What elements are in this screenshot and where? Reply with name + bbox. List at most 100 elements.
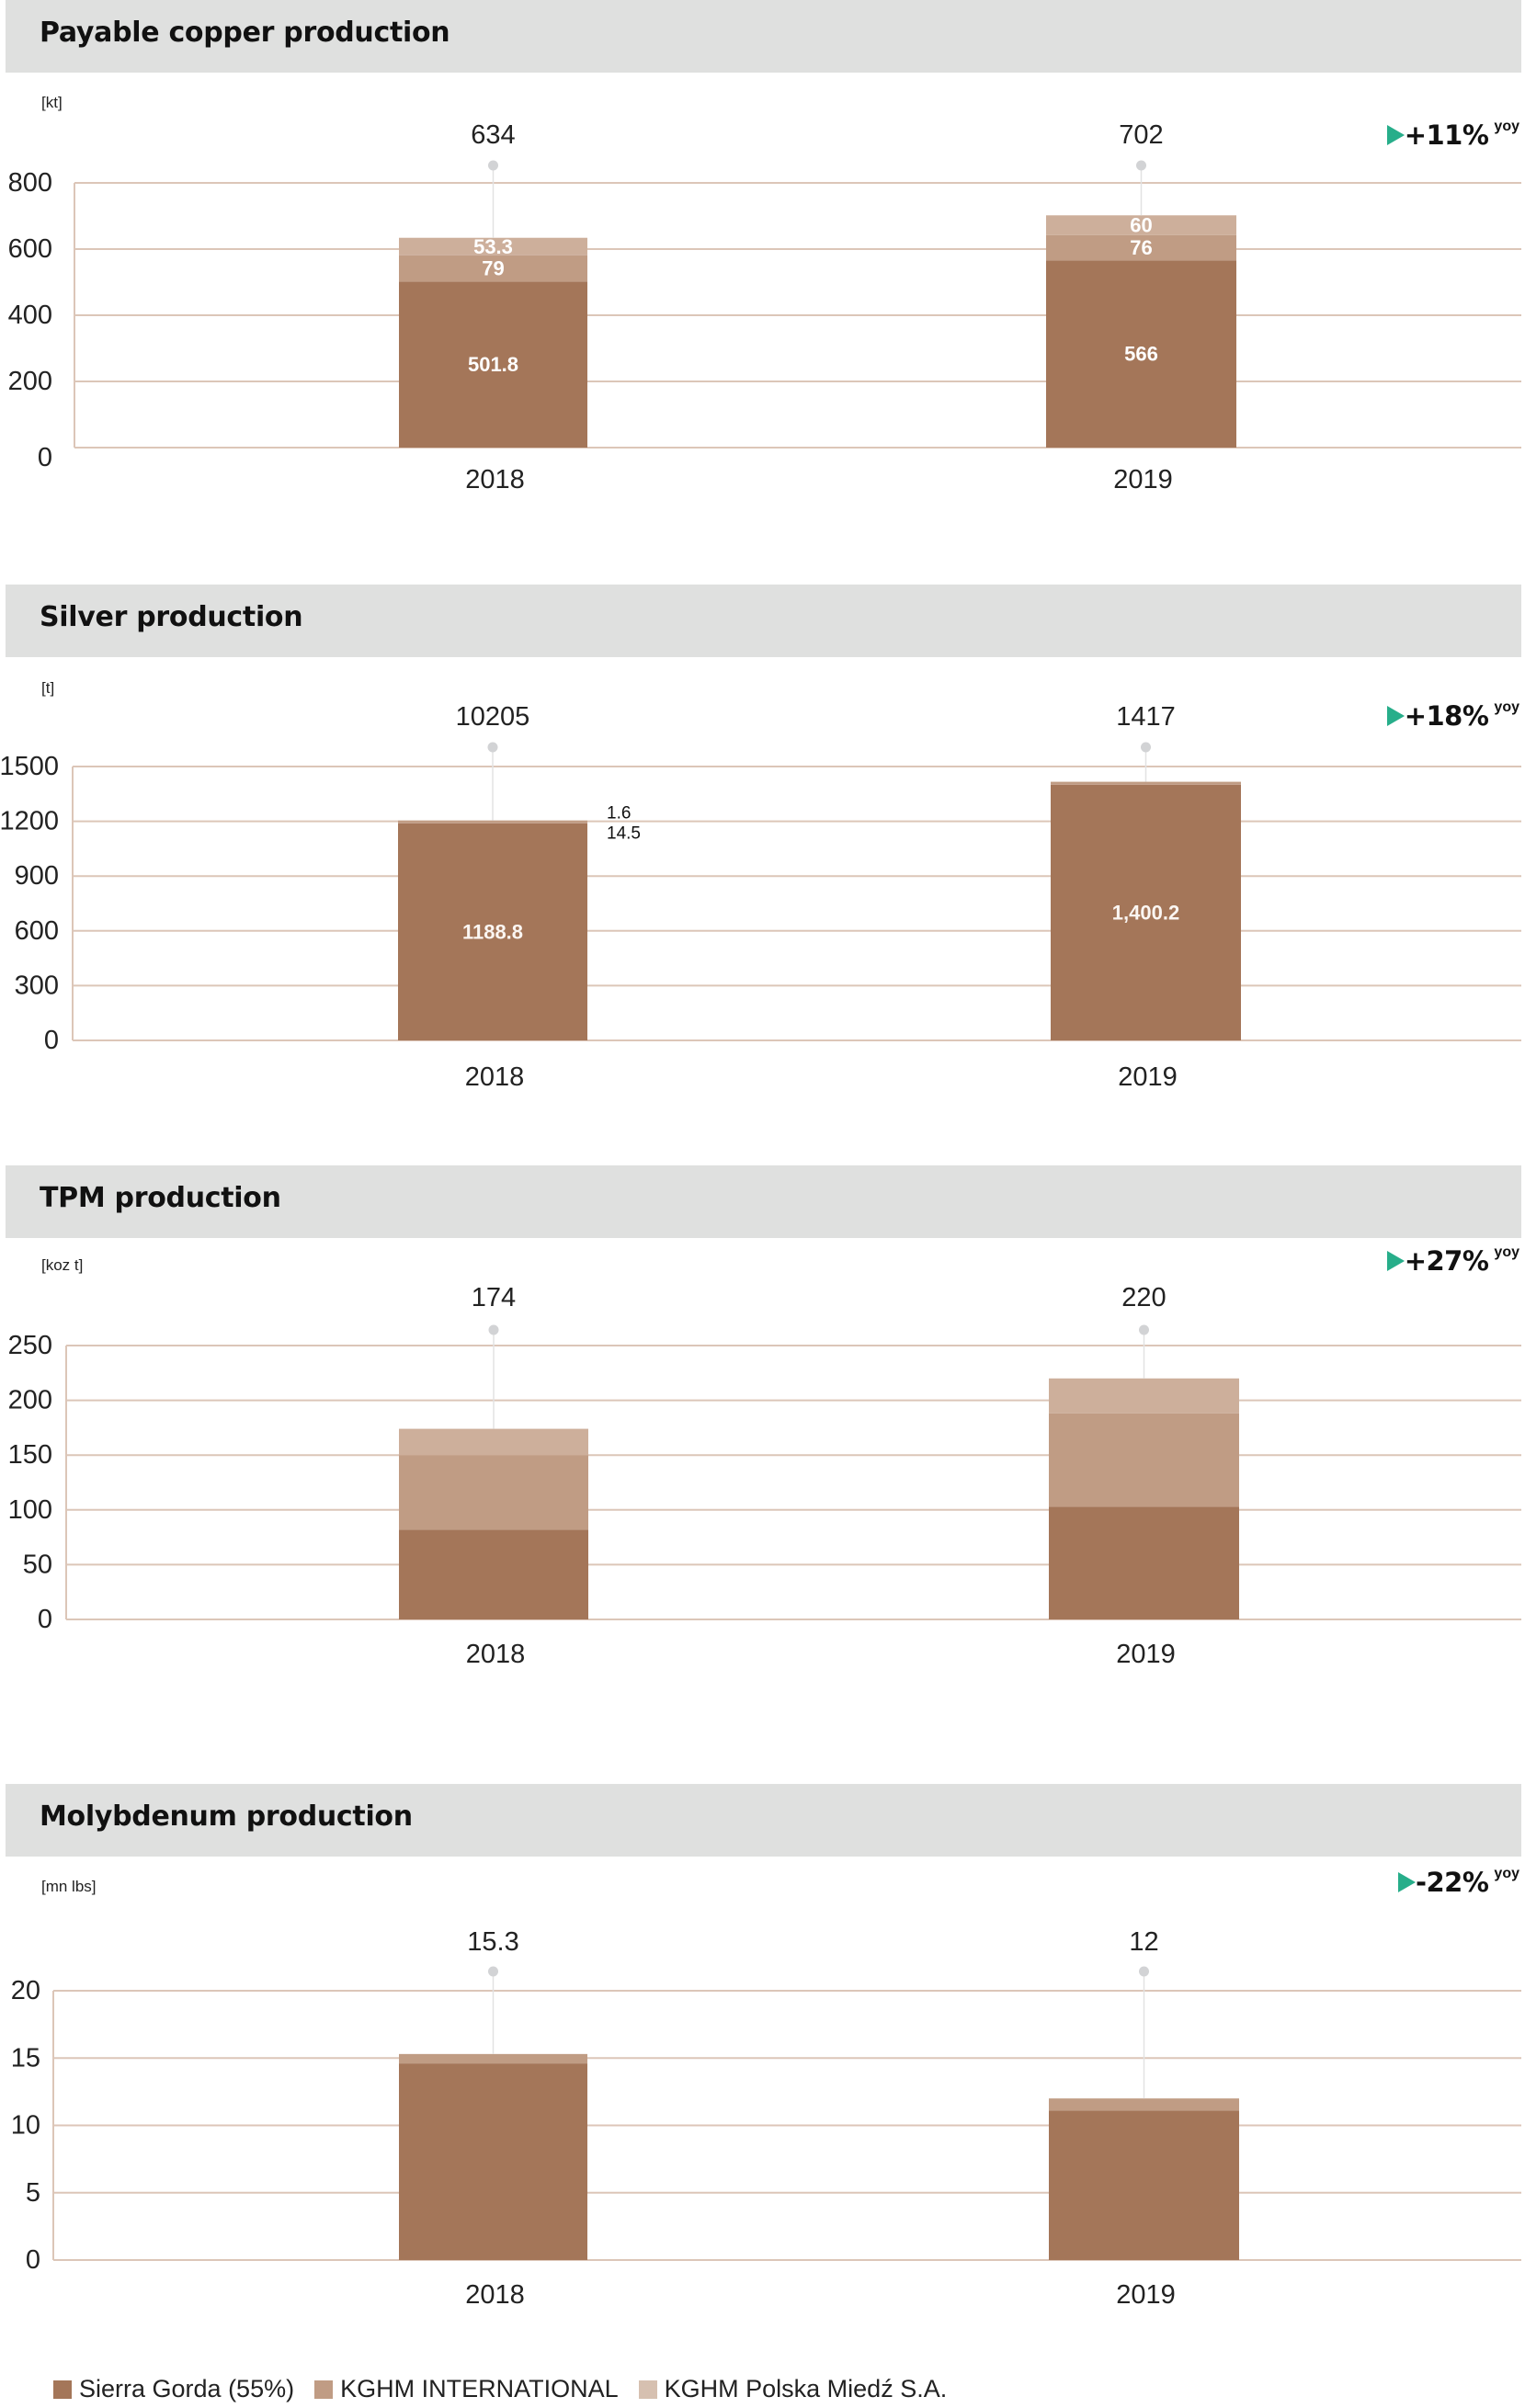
copper-data-label: 53.3	[473, 235, 513, 258]
tpm-bar-2018-sierra-gorda[interactable]	[399, 1529, 588, 1619]
legend-item-sierra-gorda: Sierra Gorda (55%)	[53, 2375, 294, 2403]
copper-bar-2019-kghm-polska-miedz[interactable]	[1046, 215, 1236, 235]
molybdenum-yoy-suffix: yoy	[1494, 1866, 1519, 1881]
silver-bar-2018-sierra-gorda[interactable]	[398, 823, 587, 1040]
tpm-yoy-badge: +27% yoy	[1386, 1244, 1519, 1277]
molybdenum-bar-2019-kghm-international[interactable]	[1049, 2098, 1239, 2111]
molybdenum-total-label-2019: 12	[1129, 1927, 1158, 1957]
triangle-right-icon	[1397, 1872, 1416, 1892]
silver-data-label: 14.5	[607, 824, 641, 844]
legend: Sierra Gorda (55%) KGHM INTERNATIONAL KG…	[53, 2375, 967, 2403]
silver-y-tick-label: 1200	[0, 807, 59, 836]
copper-yoy-value: +11%	[1404, 119, 1489, 151]
molybdenum-yoy-badge: -22% yoy	[1397, 1866, 1519, 1898]
copper-total-dot	[488, 160, 498, 171]
silver-bar-2019-kghm-international[interactable]	[1051, 781, 1241, 785]
copper-bar-2019-sierra-gorda[interactable]	[1046, 260, 1236, 448]
copper-data-label: 79	[482, 257, 504, 280]
tpm-total-dot	[1139, 1324, 1149, 1335]
silver-x-tick-label-2018: 2018	[465, 1062, 525, 1092]
copper-y-tick-label: 0	[38, 443, 52, 472]
tpm-x-tick-label-2019: 2019	[1116, 1640, 1176, 1669]
tpm-bar-2019-kghm-polska-miedz[interactable]	[1049, 1378, 1239, 1414]
silver-data-label: 1188.8	[462, 920, 523, 943]
legend-item-kghm-international: KGHM INTERNATIONAL	[314, 2375, 619, 2403]
copper-bar-2018-kghm-polska-miedz[interactable]	[399, 237, 587, 256]
molybdenum-total-dot	[488, 1966, 498, 1977]
copper-x-tick-label-2018: 2018	[465, 465, 525, 494]
silver-bar-2018-kghm-international[interactable]	[398, 820, 587, 823]
tpm-y-tick-label: 200	[8, 1386, 52, 1415]
silver-yoy-value: +18%	[1404, 700, 1489, 732]
tpm-total-label-2019: 220	[1121, 1283, 1166, 1312]
tpm-y-tick-label: 0	[38, 1605, 52, 1634]
silver-title: Silver production	[40, 601, 303, 633]
copper-bar-2019-kghm-international[interactable]	[1046, 234, 1236, 261]
triangle-right-icon	[1386, 1251, 1405, 1271]
tpm-bar-2018-kghm-international[interactable]	[399, 1455, 588, 1530]
silver-x-tick-label-2019: 2019	[1118, 1062, 1178, 1092]
silver-y-tick-label: 300	[15, 971, 59, 1000]
molybdenum-y-tick-label: 10	[11, 2111, 40, 2141]
molybdenum-total-label-2018: 15.3	[467, 1927, 518, 1957]
copper-yoy-badge: +11% yoy	[1386, 119, 1519, 151]
tpm-yoy-value: +27%	[1404, 1245, 1489, 1277]
triangle-right-icon	[1386, 125, 1405, 145]
copper-x-tick-label-2019: 2019	[1113, 465, 1173, 494]
silver-y-tick-label: 0	[44, 1026, 59, 1055]
molybdenum-title: Molybdenum production	[40, 1800, 413, 1833]
tpm-total-label-2018: 174	[472, 1283, 516, 1312]
silver-y-tick-label: 900	[15, 861, 59, 891]
copper-unit-label: [kt]	[41, 94, 63, 111]
silver-yoy-suffix: yoy	[1494, 699, 1519, 715]
legend-swatch	[53, 2380, 72, 2399]
molybdenum-y-tick-label: 15	[11, 2043, 40, 2073]
triangle-right-icon	[1386, 706, 1405, 726]
silver-total-label-2019: 1417	[1116, 702, 1176, 732]
tpm-bar-2019-sierra-gorda[interactable]	[1049, 1506, 1239, 1619]
silver-bar-2019-sierra-gorda[interactable]	[1051, 784, 1241, 1040]
molybdenum-yoy-value: -22%	[1415, 1867, 1489, 1898]
legend-item-kghm-polska-miedz: KGHM Polska Miedź S.A.	[638, 2375, 948, 2403]
molybdenum-x-tick-label-2019: 2019	[1116, 2280, 1176, 2310]
molybdenum-total-dot	[1139, 1966, 1149, 1977]
copper-y-tick-label: 400	[8, 301, 52, 330]
legend-label: Sierra Gorda (55%)	[79, 2375, 295, 2402]
legend-label: KGHM Polska Miedź S.A.	[664, 2375, 948, 2402]
tpm-header: TPM production	[6, 1165, 1521, 1238]
silver-total-label-2018: 10205	[456, 702, 530, 732]
copper-y-tick-label: 800	[8, 168, 52, 198]
copper-data-label: 566	[1124, 343, 1158, 366]
molybdenum-header: Molybdenum production	[6, 1784, 1521, 1857]
molybdenum-bar-2018-kghm-international[interactable]	[399, 2053, 587, 2064]
copper-y-tick-label: 600	[8, 234, 52, 264]
silver-y-tick-label: 1500	[0, 752, 59, 781]
molybdenum-x-tick-label-2018: 2018	[465, 2280, 525, 2310]
legend-label: KGHM INTERNATIONAL	[340, 2375, 619, 2402]
silver-unit-label: [t]	[41, 679, 55, 697]
molybdenum-bar-2019-sierra-gorda[interactable]	[1049, 2110, 1239, 2260]
tpm-bar-2019-kghm-international[interactable]	[1049, 1413, 1239, 1507]
copper-bar-2018-kghm-international[interactable]	[399, 255, 587, 282]
copper-total-label-2018: 634	[471, 120, 515, 150]
legend-swatch	[638, 2380, 657, 2399]
tpm-bar-2018-kghm-polska-miedz[interactable]	[399, 1428, 588, 1456]
copper-data-label: 501.8	[468, 353, 518, 376]
silver-total-dot	[1141, 742, 1151, 753]
tpm-total-dot	[488, 1324, 499, 1335]
molybdenum-y-tick-label: 20	[11, 1976, 40, 2005]
tpm-title: TPM production	[40, 1182, 281, 1214]
copper-data-label: 76	[1130, 236, 1152, 259]
legend-swatch	[314, 2380, 334, 2399]
silver-bar-2018-kghm-polska-miedz[interactable]	[398, 820, 587, 822]
copper-total-label-2019: 702	[1119, 120, 1163, 150]
tpm-y-tick-label: 50	[23, 1550, 52, 1579]
silver-y-tick-label: 600	[15, 916, 59, 946]
copper-bar-2018-sierra-gorda[interactable]	[399, 281, 587, 448]
copper-title: Payable copper production	[40, 17, 450, 49]
molybdenum-bar-2018-sierra-gorda[interactable]	[399, 2063, 587, 2260]
molybdenum-y-tick-label: 0	[26, 2245, 40, 2275]
copper-y-tick-label: 200	[8, 367, 52, 396]
tpm-y-tick-label: 150	[8, 1440, 52, 1470]
silver-bar-2019-kghm-polska-miedz[interactable]	[1051, 781, 1241, 782]
